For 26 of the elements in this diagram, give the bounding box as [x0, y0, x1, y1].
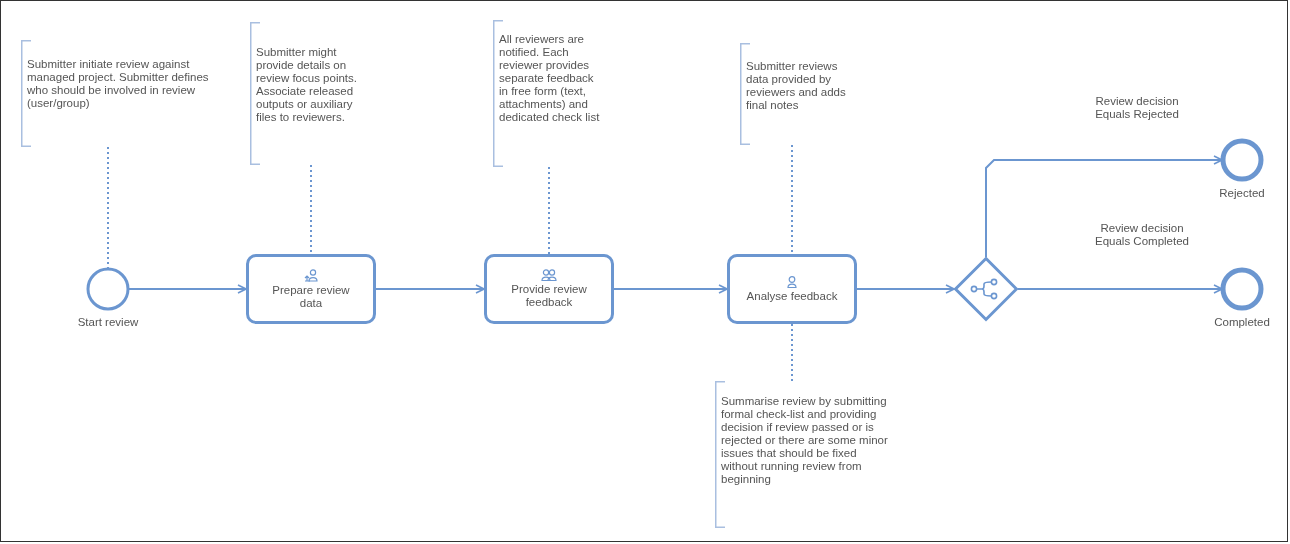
event-label: Completed — [1213, 316, 1271, 329]
dotted-line — [548, 166, 550, 255]
task-box — [727, 254, 857, 324]
task-label: Provide review feedback — [510, 283, 588, 309]
annotation-text: All reviewers are notified. Each reviewer provides separate feedback in free form (text, attachments) and dedicated check list — [499, 33, 601, 124]
edge-label: Review decision Equals Completed — [1092, 222, 1192, 248]
dotted-line — [310, 164, 312, 255]
annotation-text: Summarise review by submitting formal check-list and providing decision if review passed or is rejected or there are some minor issues that should be fixed without running review from beginning — [721, 395, 889, 486]
annotation-text: Submitter reviews data provided by reviewers and adds final notes — [746, 60, 847, 112]
task-label: Prepare review data — [271, 283, 351, 310]
arrow — [613, 284, 728, 294]
task-box — [484, 254, 614, 324]
arrow — [1017, 284, 1223, 294]
dotted-line — [791, 144, 793, 255]
task-label: Analyse feedback — [746, 289, 838, 303]
arrow — [856, 284, 955, 294]
arrow — [985, 155, 1223, 258]
arrow — [127, 284, 247, 294]
annotation-text: Submitter initiate review against managed project. Submitter defines who should be involved in review (user/group) — [27, 58, 210, 110]
annotation-text: Submitter might provide details on review focus points. Associate released outputs or auxiliary files to reviewers. — [256, 46, 358, 124]
dotted-line — [107, 146, 109, 270]
event-label: Rejected — [1218, 187, 1266, 200]
dotted-line — [791, 323, 793, 382]
event-label: Start review — [76, 316, 140, 329]
arrow — [375, 284, 485, 294]
task-box — [246, 254, 376, 324]
